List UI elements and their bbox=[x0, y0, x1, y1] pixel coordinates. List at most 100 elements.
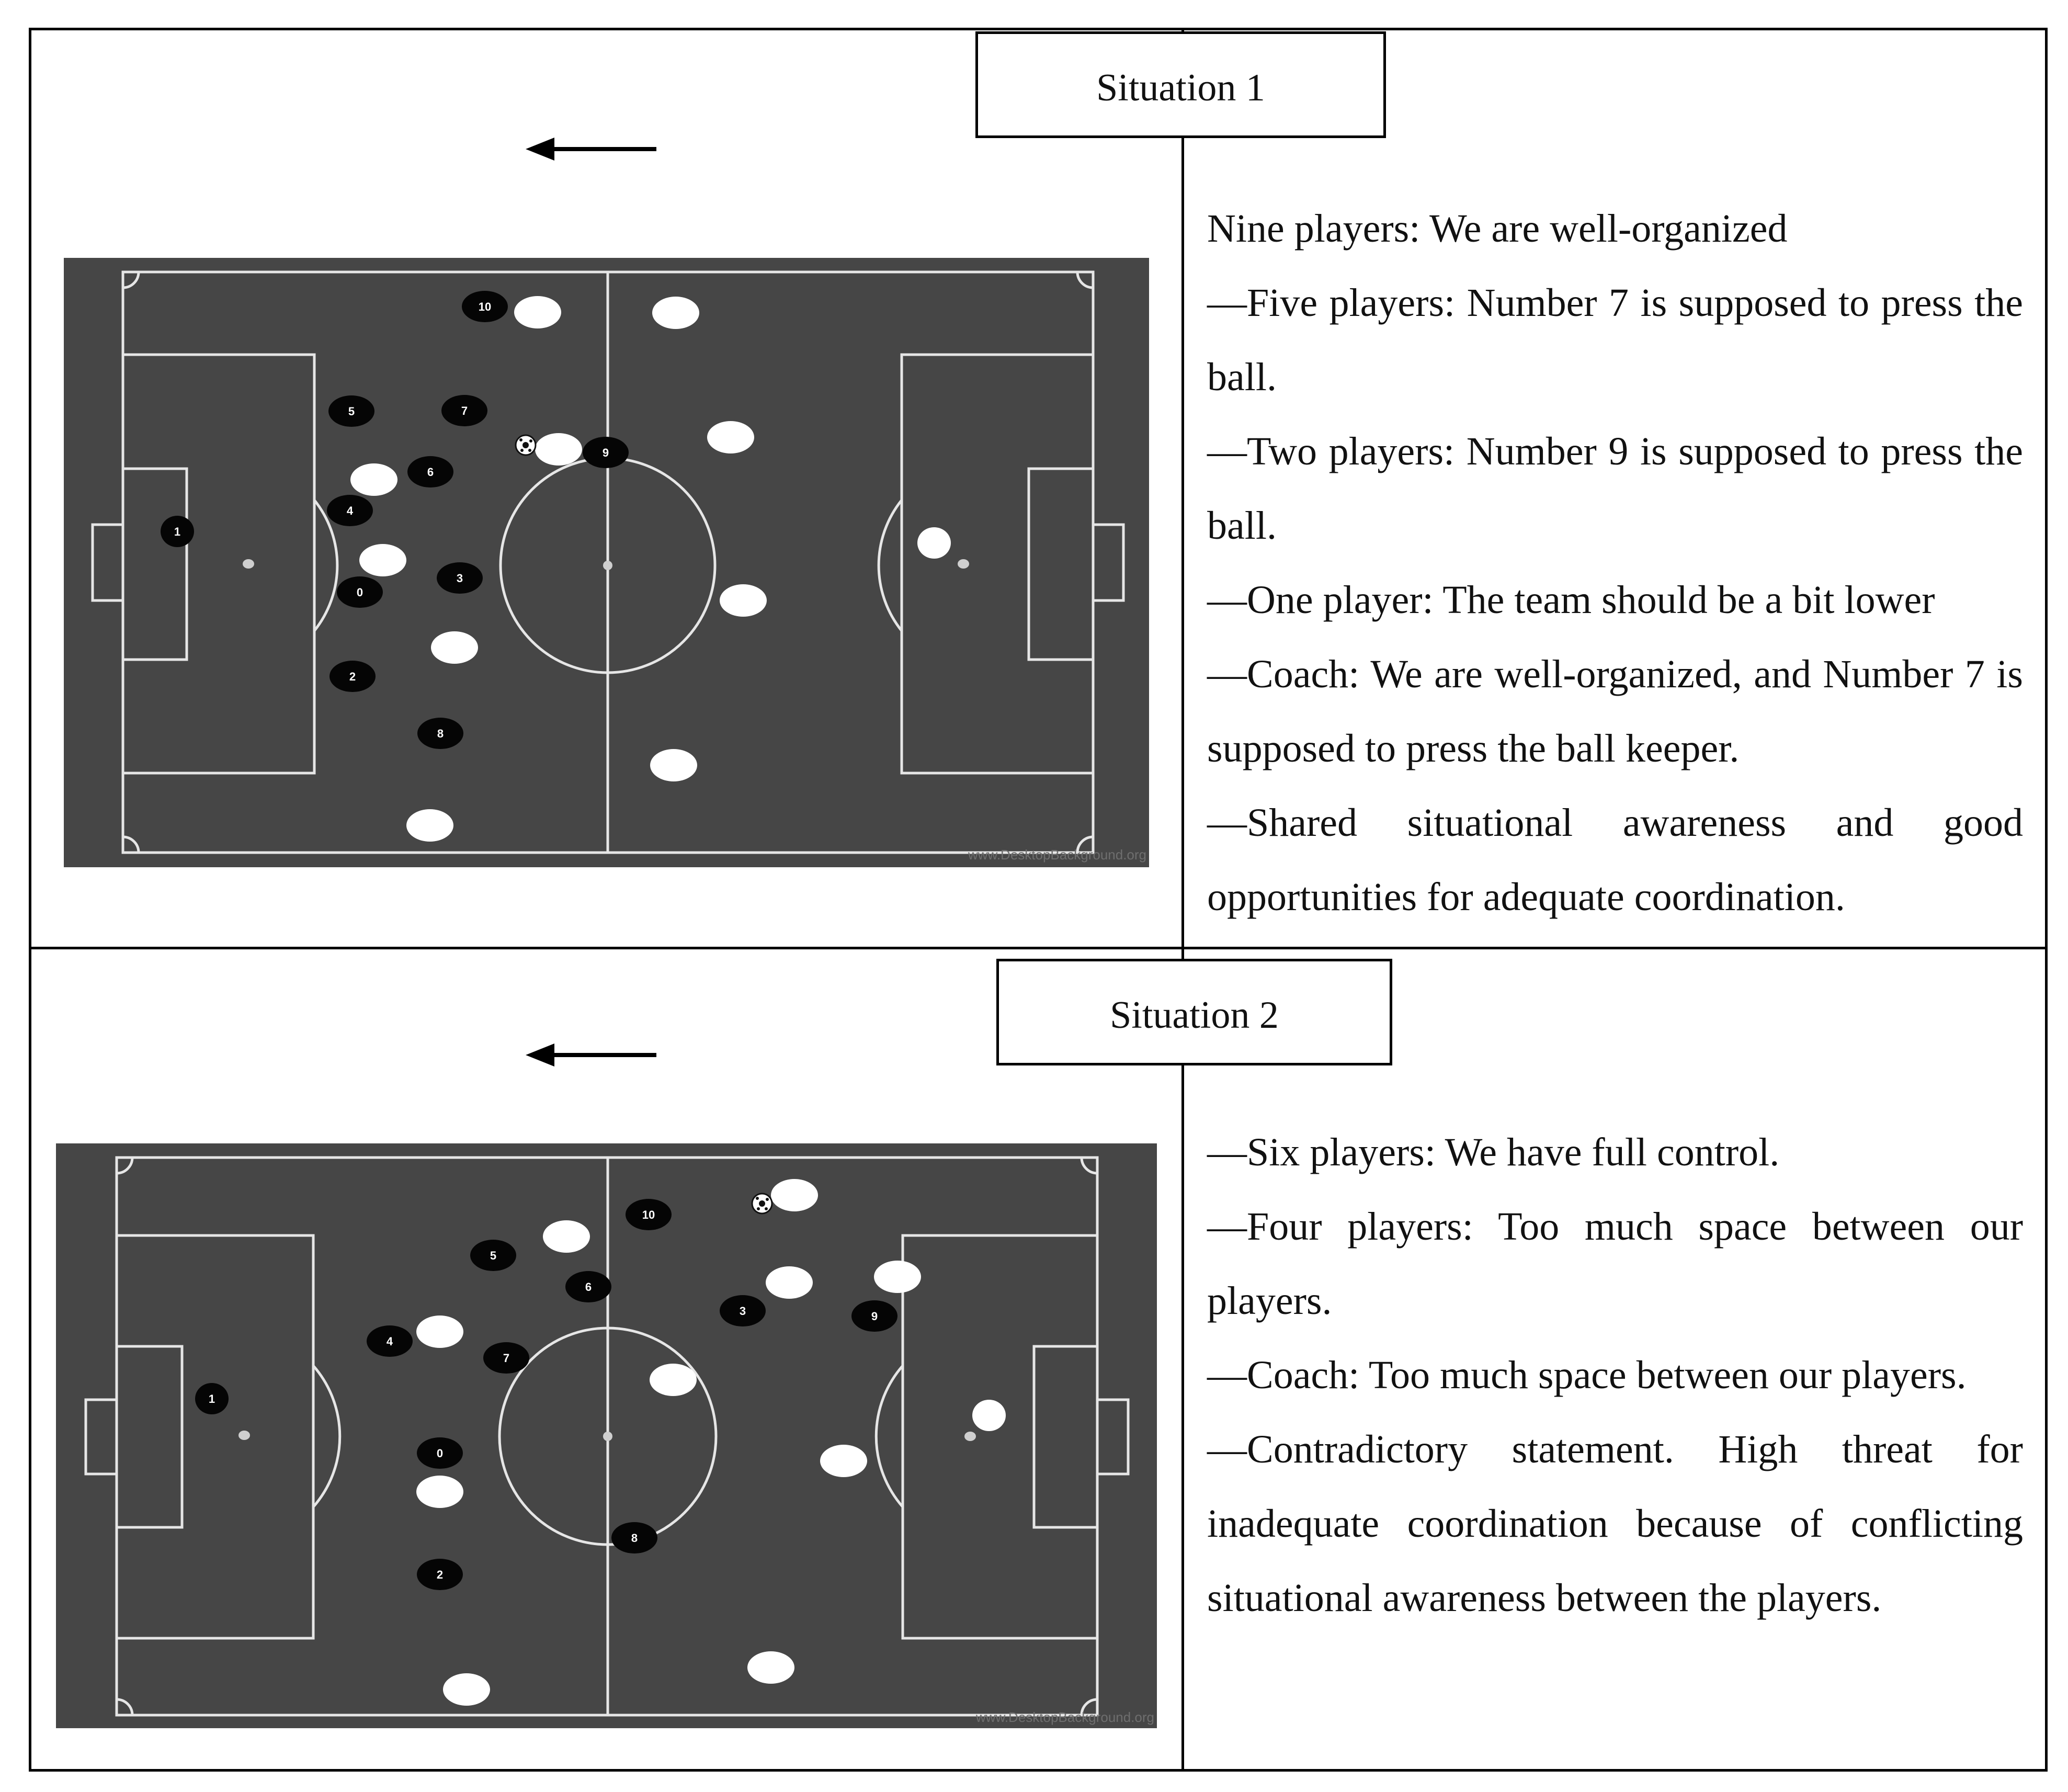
black-player: 3 bbox=[437, 562, 483, 594]
black-player: 1 bbox=[161, 516, 194, 547]
white-player bbox=[416, 1315, 463, 1348]
svg-text:4: 4 bbox=[347, 504, 354, 517]
soccer-ball-icon bbox=[515, 434, 537, 456]
situation-2-description: —Six players: We have full control. —Fou… bbox=[1207, 1115, 2023, 1635]
center-spot bbox=[603, 561, 612, 570]
svg-text:3: 3 bbox=[457, 572, 463, 585]
figure-frame bbox=[29, 28, 2048, 1772]
situation-2-title-text: Situation 2 bbox=[1110, 993, 1279, 1037]
white-player bbox=[535, 433, 582, 466]
svg-text:2: 2 bbox=[349, 670, 356, 683]
pitch-markings bbox=[84, 1156, 1130, 1717]
white-player bbox=[350, 463, 397, 496]
black-player: 8 bbox=[417, 718, 463, 749]
arrow-left-icon bbox=[526, 138, 656, 161]
white-player bbox=[766, 1266, 813, 1299]
white-player bbox=[359, 544, 406, 576]
svg-text:1: 1 bbox=[174, 525, 180, 538]
black-player: 4 bbox=[327, 495, 373, 526]
white-player bbox=[747, 1651, 794, 1684]
svg-text:7: 7 bbox=[503, 1352, 509, 1365]
svg-text:7: 7 bbox=[461, 404, 468, 417]
situation-1-title-text: Situation 1 bbox=[1096, 66, 1265, 109]
svg-text:3: 3 bbox=[740, 1305, 746, 1318]
black-player: 2 bbox=[417, 1559, 463, 1590]
black-player: 3 bbox=[720, 1295, 766, 1326]
description-line: —Four players: Too much space between ou… bbox=[1207, 1205, 2023, 1323]
penalty-spot bbox=[964, 1432, 976, 1441]
svg-text:8: 8 bbox=[631, 1532, 638, 1545]
svg-text:10: 10 bbox=[642, 1208, 655, 1221]
svg-text:4: 4 bbox=[387, 1335, 393, 1348]
soccer-ball-icon bbox=[751, 1193, 773, 1215]
pitch-markings bbox=[91, 270, 1125, 854]
black-player: 6 bbox=[407, 456, 453, 487]
watermark: www.DesktopBackground.org bbox=[968, 847, 1146, 863]
column-divider bbox=[1181, 28, 1184, 1772]
black-player: 10 bbox=[626, 1199, 672, 1230]
svg-text:2: 2 bbox=[437, 1568, 443, 1581]
black-player: 6 bbox=[565, 1271, 611, 1302]
description-line: Nine players: We are well-organized bbox=[1207, 207, 1788, 251]
black-player: 0 bbox=[337, 576, 383, 608]
situation-1-title: Situation 1 bbox=[975, 31, 1386, 138]
svg-text:5: 5 bbox=[348, 405, 355, 418]
svg-text:8: 8 bbox=[437, 727, 444, 740]
svg-text:0: 0 bbox=[437, 1447, 443, 1460]
description-line: —Six players: We have full control. bbox=[1207, 1130, 1780, 1174]
description-line: —Shared situational awareness and good o… bbox=[1207, 801, 2023, 919]
white-player bbox=[771, 1179, 818, 1211]
pitch-diagram-2: www.DesktopBackground.org 10 5 6 3 9 4 7… bbox=[56, 1143, 1157, 1728]
svg-text:9: 9 bbox=[871, 1310, 878, 1323]
black-player: 5 bbox=[470, 1240, 516, 1271]
white-player bbox=[431, 631, 478, 664]
description-line: —Five players: Number 7 is supposed to p… bbox=[1207, 281, 2023, 399]
white-player bbox=[707, 421, 754, 453]
arrow-left-icon bbox=[526, 1044, 656, 1067]
white-goalkeeper bbox=[917, 527, 951, 559]
description-line: —Contradictory statement. High threat fo… bbox=[1207, 1427, 2023, 1620]
svg-text:10: 10 bbox=[479, 300, 491, 313]
description-line: —One player: The team should be a bit lo… bbox=[1207, 578, 1935, 622]
black-player: 9 bbox=[583, 437, 629, 468]
black-player: 10 bbox=[462, 291, 508, 322]
white-goalkeeper bbox=[972, 1400, 1006, 1431]
black-player: 7 bbox=[483, 1342, 529, 1374]
black-player: 2 bbox=[329, 661, 376, 692]
white-player bbox=[720, 584, 767, 617]
description-line: —Coach: We are well-organized, and Numbe… bbox=[1207, 652, 2023, 770]
svg-text:6: 6 bbox=[427, 466, 434, 479]
watermark: www.DesktopBackground.org bbox=[975, 1709, 1154, 1725]
black-player: 9 bbox=[851, 1300, 897, 1332]
black-player: 0 bbox=[417, 1437, 463, 1469]
white-player bbox=[820, 1445, 867, 1477]
black-player: 4 bbox=[367, 1325, 413, 1357]
row-divider bbox=[29, 947, 2048, 949]
description-line: —Two players: Number 9 is supposed to pr… bbox=[1207, 429, 2023, 548]
white-player bbox=[650, 749, 697, 781]
white-player bbox=[443, 1673, 490, 1706]
pitch-diagram-1: www.DesktopBackground.org 10 5 7 6 9 4 1… bbox=[64, 258, 1149, 867]
svg-text:9: 9 bbox=[603, 446, 609, 459]
white-player bbox=[406, 809, 453, 842]
white-player bbox=[416, 1476, 463, 1508]
white-player bbox=[652, 297, 699, 329]
white-player bbox=[650, 1364, 697, 1396]
white-player bbox=[514, 296, 561, 328]
svg-text:1: 1 bbox=[209, 1392, 215, 1405]
svg-text:0: 0 bbox=[357, 586, 363, 599]
white-player bbox=[874, 1261, 921, 1293]
svg-text:6: 6 bbox=[585, 1280, 592, 1294]
penalty-spot bbox=[958, 559, 969, 569]
black-player: 7 bbox=[441, 395, 487, 426]
black-player: 8 bbox=[611, 1522, 657, 1553]
center-spot bbox=[603, 1432, 612, 1441]
black-player: 1 bbox=[195, 1383, 229, 1414]
white-player bbox=[543, 1220, 590, 1253]
svg-text:5: 5 bbox=[490, 1249, 496, 1262]
description-line: —Coach: Too much space between our playe… bbox=[1207, 1353, 1967, 1397]
situation-2-title: Situation 2 bbox=[996, 959, 1392, 1065]
situation-1-description: Nine players: We are well-organized —Fiv… bbox=[1207, 191, 2023, 934]
black-player: 5 bbox=[328, 395, 374, 427]
penalty-spot bbox=[243, 559, 254, 569]
